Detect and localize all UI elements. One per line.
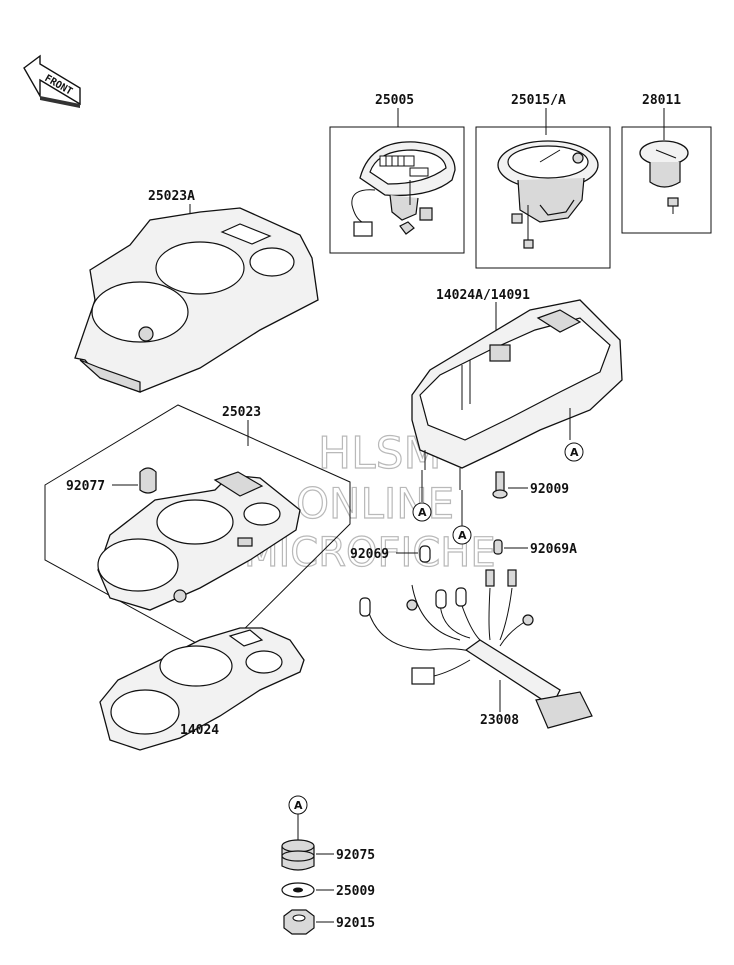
reference-mark-a-3: A [452,490,472,545]
callout-25015a: 25015/A [511,93,566,108]
part-92077-grommet: 92077 [66,467,157,494]
part-25015a-tachometer: 25015/A [475,93,611,269]
front-arrow-icon: FRONT [23,54,81,108]
callout-92069: 92069 [350,547,389,562]
callout-25009: 25009 [336,884,375,899]
callout-92015: 92015 [336,916,375,931]
part-25009-collar: 25009 [281,882,375,899]
callout-92077: 92077 [66,479,105,494]
svg-text:A: A [418,506,427,519]
svg-text:A: A [458,529,467,542]
part-25023a-meter-cover: 25023A [74,189,319,393]
part-25015a-box [475,126,611,269]
part-14024-gasket: 14024 [99,627,305,751]
callout-23008: 23008 [480,713,519,728]
part-25023-meter-case: 25023 [44,404,351,656]
reference-mark-a-2: A [412,470,432,522]
part-23008-harness: 23008 [359,569,593,729]
part-92069-bulb: 92069 [350,545,431,563]
callout-25023: 25023 [222,405,261,420]
watermark-line-2: ONLINE [296,479,454,528]
svg-text:A: A [294,799,303,812]
reference-mark-a-4: A [288,795,308,815]
part-92009-screw: 92009 [492,471,569,499]
callout-92009: 92009 [530,482,569,497]
callout-14024a: 14024A/14091 [436,288,530,303]
callout-92069a: 92069A [530,542,577,557]
part-14024a-lower-case: 14024A/14091 [411,288,623,490]
part-92015-nut: 92015 [283,909,375,935]
callout-14024: 14024 [180,723,219,738]
part-25005-speedometer: 25005 [329,93,465,254]
part-92075-damper: 92075 [281,814,375,871]
reference-mark-a-1: A [564,442,584,462]
callout-25005: 25005 [375,93,414,108]
callout-28011: 28011 [642,93,681,108]
callout-25023a: 25023A [148,189,195,204]
part-25005-box [329,126,465,254]
part-92069a-bulb: 92069A [493,539,577,557]
part-28011-box [621,126,712,234]
callout-92075: 92075 [336,848,375,863]
svg-text:A: A [570,446,579,459]
part-28011-gauge: 28011 [621,93,712,234]
